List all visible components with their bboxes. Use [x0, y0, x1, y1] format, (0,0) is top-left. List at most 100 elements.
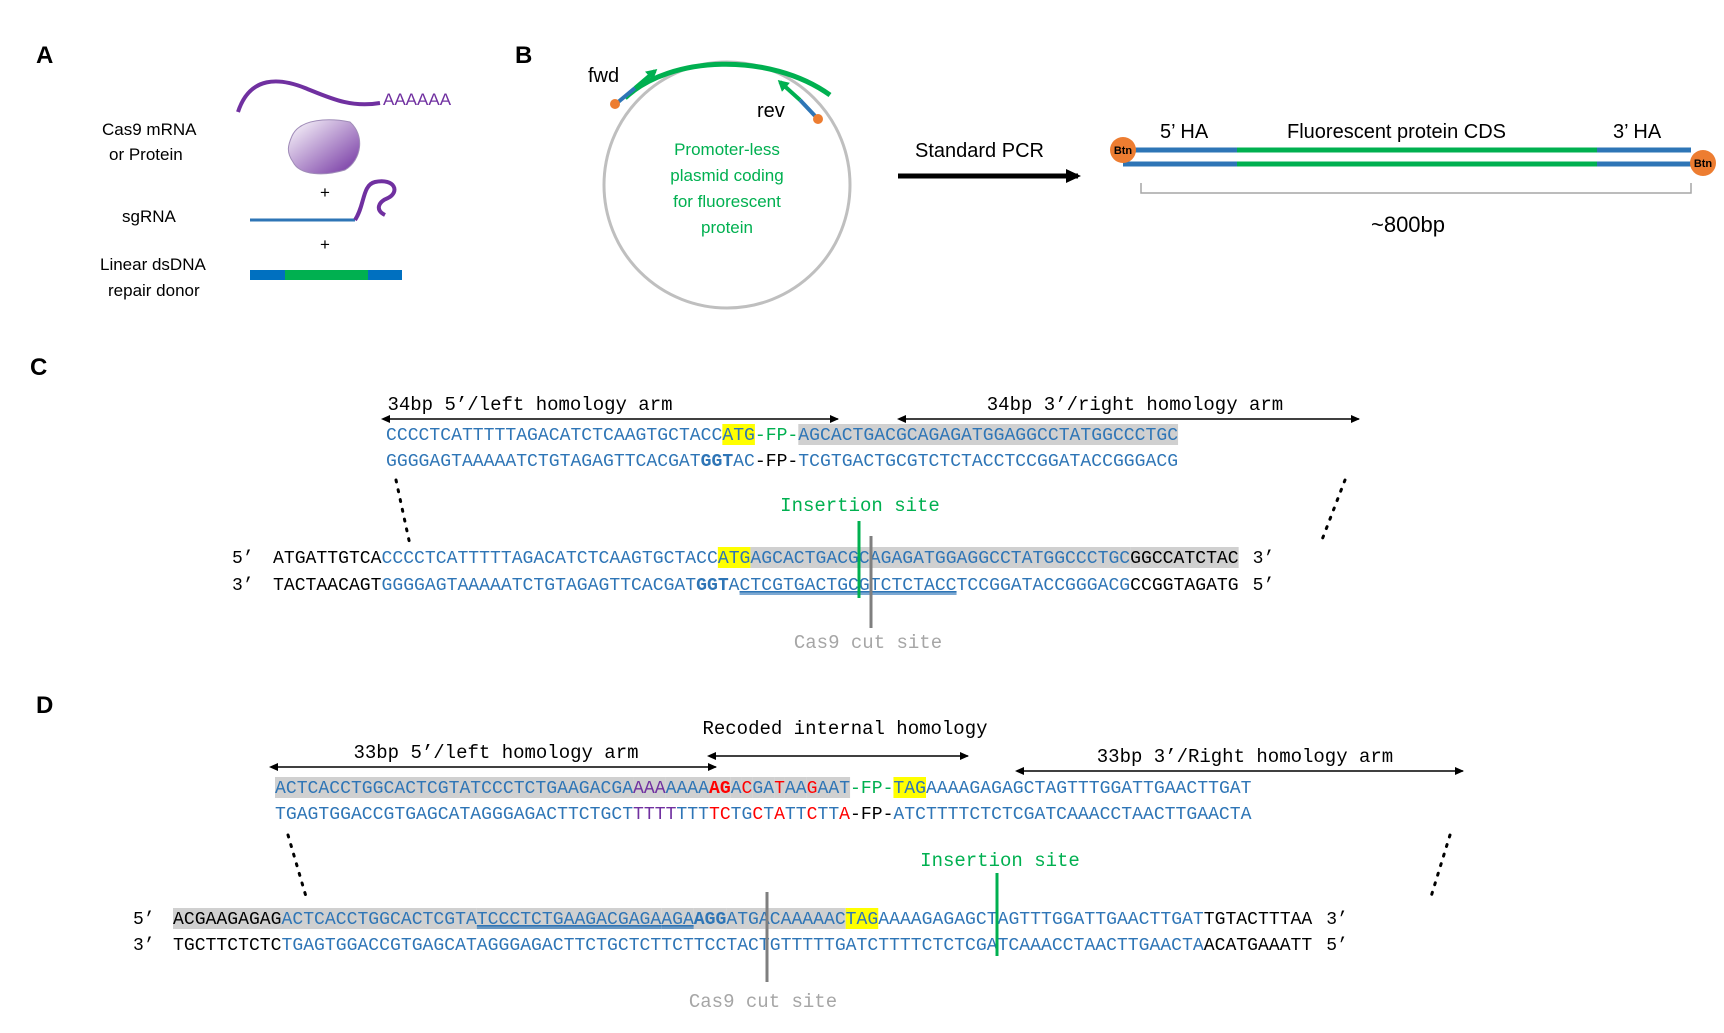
- sequence-highlight: [798, 424, 1179, 445]
- sequence-highlight: [741, 777, 753, 798]
- sequence-highlight: [893, 777, 926, 798]
- sequence-segment: CCCCTCATTTTTAGACATCTCAAGTGCTACC: [386, 426, 723, 446]
- strand-end-label: 5’: [1326, 936, 1348, 956]
- sequence-segment: T: [774, 779, 785, 799]
- plus-sign-2: +: [320, 235, 330, 254]
- sequence-segment: G: [807, 779, 818, 799]
- donor-left-arm-block: [250, 270, 285, 280]
- sequence-segment: AAAA: [666, 779, 710, 799]
- donor-insert-block: [285, 270, 368, 280]
- sequence-highlight: [275, 777, 634, 798]
- sequence-segment: ATG: [718, 549, 751, 569]
- sequence-segment: -FP-: [850, 805, 893, 825]
- sequence-segment: TT: [785, 805, 807, 825]
- polya-tail: AAAAAA: [383, 90, 452, 109]
- sequence-highlight: [693, 908, 727, 929]
- sequence-segment: GGT: [696, 576, 729, 596]
- sequence-segment: -FP-: [850, 779, 893, 799]
- c-insertion-site-label: Insertion site: [780, 495, 940, 517]
- amplicon-size-bracket: [1140, 183, 1692, 194]
- sgrna-label: sgRNA: [122, 207, 177, 226]
- d-recoded-label: Recoded internal homology: [702, 718, 987, 740]
- sequence-segment: AAAAGAGAGCTAGTTTGGATTGAACTTGAT: [878, 910, 1204, 930]
- sgrna-scaffold-hairpin: [353, 179, 397, 222]
- sequence-highlight: [784, 777, 807, 798]
- pcr-label: Standard PCR: [915, 140, 1044, 162]
- strand-end-label: 5’: [1253, 576, 1275, 596]
- sequence-segment: AGCACTGACGCAGAGATGGAGGCCTATGGCCCTGC: [798, 426, 1178, 446]
- d-right-dotted-connector: [1428, 833, 1452, 902]
- sequence-segment: TGTACTTTAA: [1204, 910, 1313, 930]
- sequence-segment: TCCGGATACCGGGACG: [957, 576, 1131, 596]
- sequence-segment: TC: [709, 805, 731, 825]
- sequence-segment: ATCTTTTCTCTCGATCAAACCTAACTTGAACTA: [893, 805, 1251, 825]
- sequence-segment: TAG: [893, 779, 926, 799]
- sequence-highlight: [806, 777, 818, 798]
- fwd-primer-label: fwd: [588, 65, 619, 87]
- sequence-highlight: [717, 547, 751, 568]
- sequence-segment: A: [774, 805, 785, 825]
- c-left-arm-label: 34bp 5’/left homology arm: [387, 394, 672, 416]
- rev-primer-biotin-dot: [813, 114, 823, 124]
- sequence-highlight: [774, 777, 785, 798]
- sequence-segment: C: [742, 779, 753, 799]
- sequence-segment: TGAGTGGACCGTGAGCATAGGGAGACTTCTGCTCTTCTTC…: [282, 936, 846, 956]
- sequence-segment: C: [752, 805, 763, 825]
- sequence-highlight: [845, 908, 879, 929]
- sequence-segment: TACTAACAGT: [273, 576, 382, 596]
- sequence-segment: A: [839, 805, 850, 825]
- sequence-segment: CCCCTCATTTTTAGACATCTCAAGTGCTACC: [382, 549, 719, 569]
- panel-a: A AAAAAA Cas9 mRNA or Protein + sgRNA + …: [36, 42, 452, 300]
- donor-right-arm-block: [368, 270, 402, 280]
- plus-sign-1: +: [320, 183, 330, 202]
- panel-d-letter: D: [36, 692, 53, 719]
- sequence-segment: ACTCACCTGGCACTCGTATCCCTCTGAAGACGA: [275, 779, 633, 799]
- sequence-highlight: [752, 777, 775, 798]
- sequence-highlight: [817, 777, 851, 798]
- strand-end-label: 3’: [232, 576, 254, 596]
- sequence-segment: TCCCTCTGAAGACGAGA: [477, 910, 662, 930]
- sequence-segment: CCGGTAGATG: [1130, 576, 1239, 596]
- sequence-highlight: [476, 908, 662, 929]
- d-left-arm-label: 33bp 5’/left homology arm: [353, 742, 638, 764]
- plasmid-label-line4: protein: [701, 218, 753, 237]
- sequence-segment: AC: [733, 452, 755, 472]
- donor-label-line2: repair donor: [108, 281, 200, 300]
- sequence-segment: ATGACAAAAAC: [726, 910, 846, 930]
- d-cut-site-label: Cas9 cut site: [689, 991, 837, 1013]
- sequence-highlight: [709, 777, 731, 798]
- panel-b-letter: B: [515, 42, 532, 69]
- sequence-segment: AAT: [818, 779, 851, 799]
- sequence-highlight: [730, 777, 742, 798]
- sequence-segment: GA: [752, 779, 774, 799]
- rev-primer-label: rev: [757, 100, 785, 122]
- sequence-highlight: [661, 908, 694, 929]
- d-right-arm-label: 33bp 3’/Right homology arm: [1097, 746, 1393, 768]
- panel-d: D Recoded internal homology 33bp 5’/left…: [36, 692, 1464, 1013]
- amplicon-size-label: ~800bp: [1371, 212, 1445, 237]
- d-insertion-site-label: Insertion site: [920, 850, 1080, 872]
- biotin-right-circle: [1690, 150, 1716, 176]
- ha5-label: 5’ HA: [1160, 121, 1209, 143]
- d-left-dotted-connector: [286, 833, 309, 902]
- rev-primer-tail: [798, 98, 819, 120]
- biotin-left-label: Btn: [1114, 145, 1133, 157]
- sequence-segment: TG: [731, 805, 753, 825]
- strand-end-label: 3’: [1326, 910, 1348, 930]
- sequence-segment: TTTT: [633, 805, 677, 825]
- sequence-segment: AG: [709, 779, 731, 799]
- sequence-highlight: [665, 777, 709, 798]
- sequence-highlight: [722, 424, 755, 445]
- sequence-segment: AA: [785, 779, 807, 799]
- fwd-primer-arrow: [633, 69, 658, 90]
- sequence-segment: AGG: [694, 910, 727, 930]
- sequence-highlight: [173, 908, 282, 929]
- sequence-segment: ACGAAGAGAG: [173, 910, 282, 930]
- plasmid-label-line3: for fluorescent: [673, 192, 781, 211]
- panel-c: C 34bp 5’/left homology arm 34bp 3’/righ…: [30, 354, 1360, 654]
